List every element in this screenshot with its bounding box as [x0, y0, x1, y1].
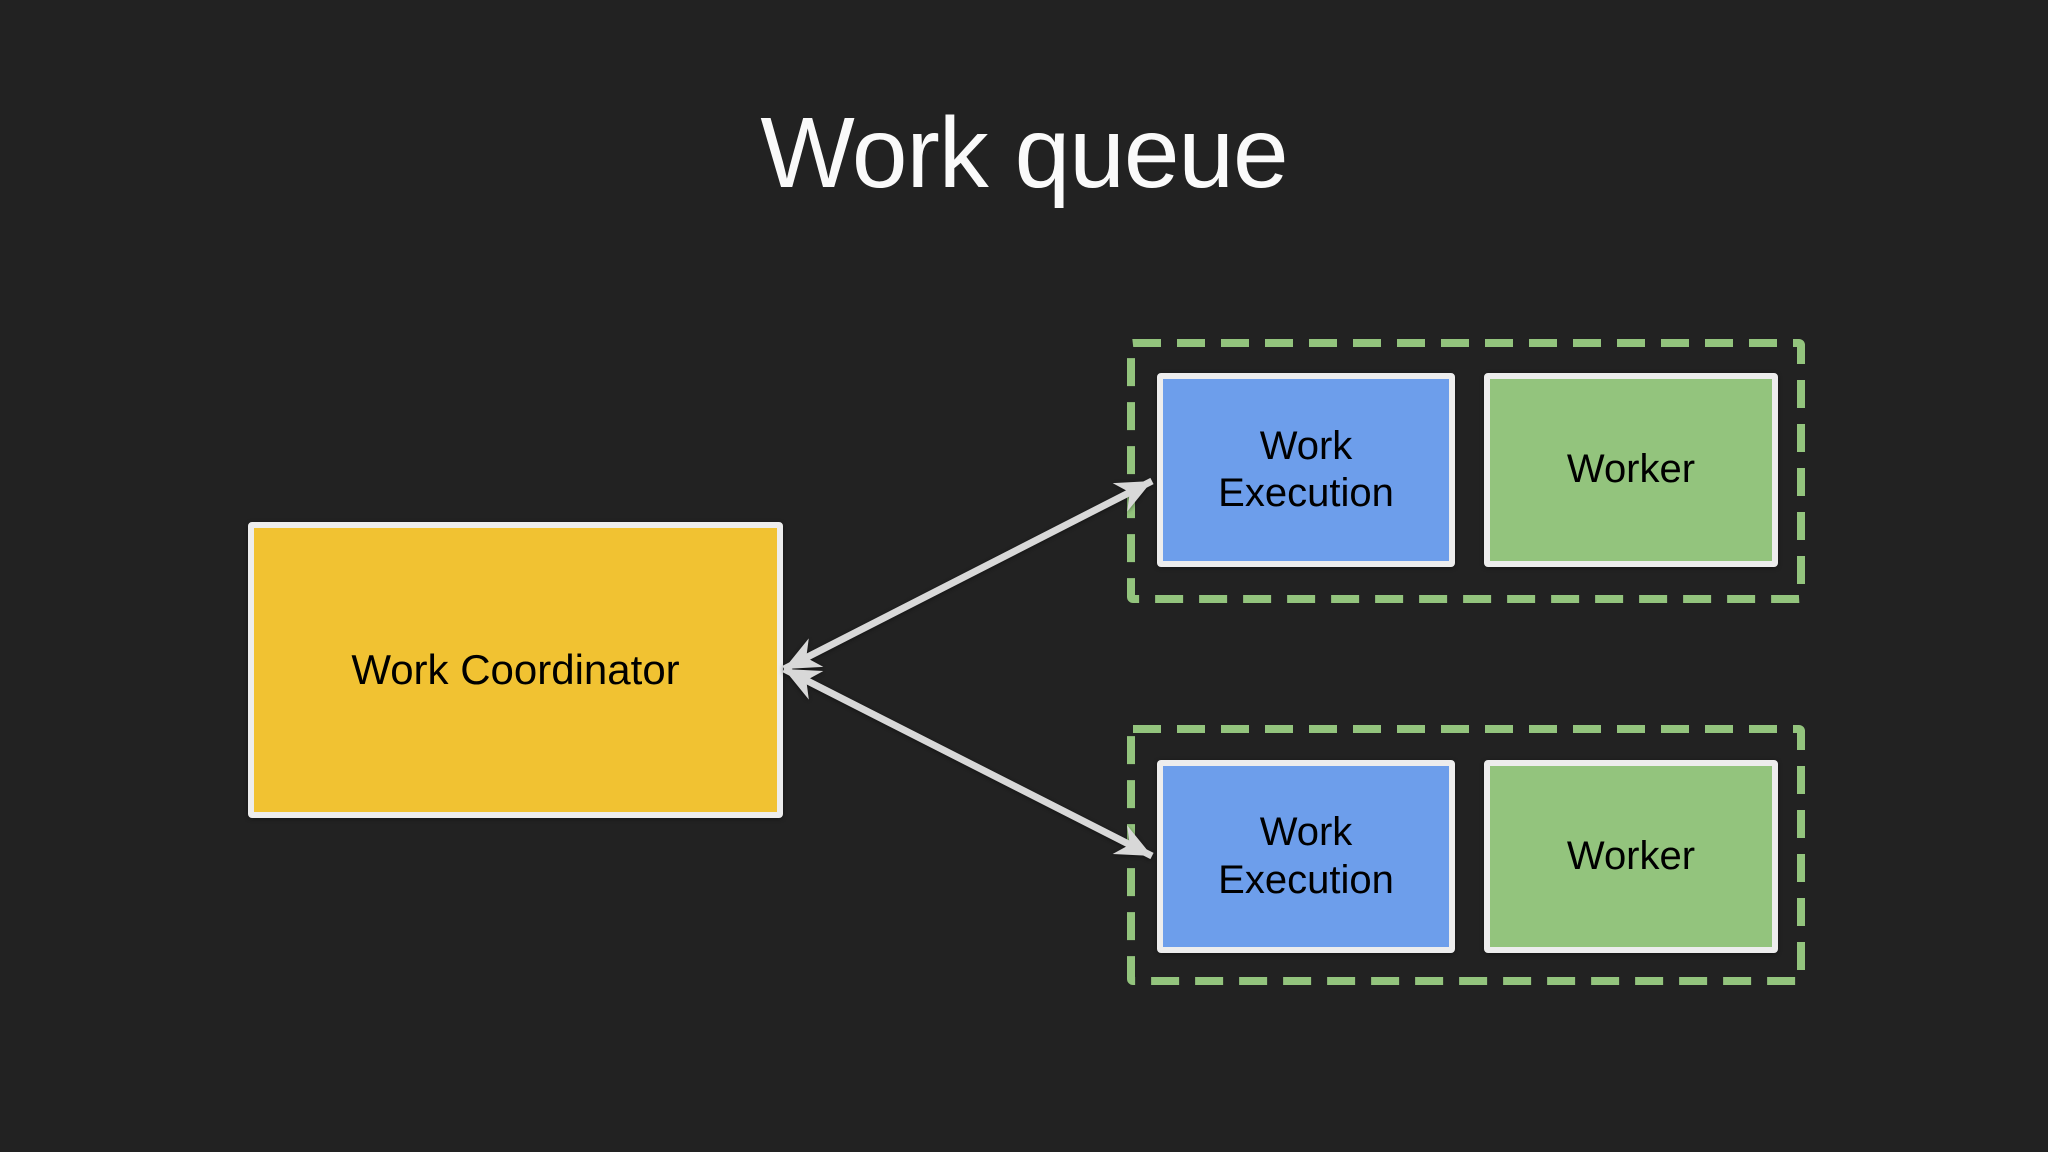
worker-label-1: Worker: [1566, 447, 1696, 492]
arrow-coordinator-to-execution-1: [782, 477, 1154, 673]
work-execution-label-1: Work Execution: [1218, 423, 1394, 515]
work-execution-label-2: Work Execution: [1218, 810, 1394, 902]
work-execution-box-1: Work Execution: [1157, 373, 1455, 567]
worker-label-2: Worker: [1566, 833, 1696, 878]
worker-box-2: Worker: [1484, 760, 1778, 953]
arrow-coordinator-to-execution-2: [782, 665, 1154, 860]
diagram-title: Work queue: [760, 97, 1288, 209]
work-execution-box-2: Work Execution: [1157, 760, 1455, 953]
work-coordinator-label: Work Coordinator: [351, 646, 680, 694]
worker-box-1: Worker: [1484, 373, 1778, 567]
work-coordinator-box: Work Coordinator: [248, 522, 783, 818]
